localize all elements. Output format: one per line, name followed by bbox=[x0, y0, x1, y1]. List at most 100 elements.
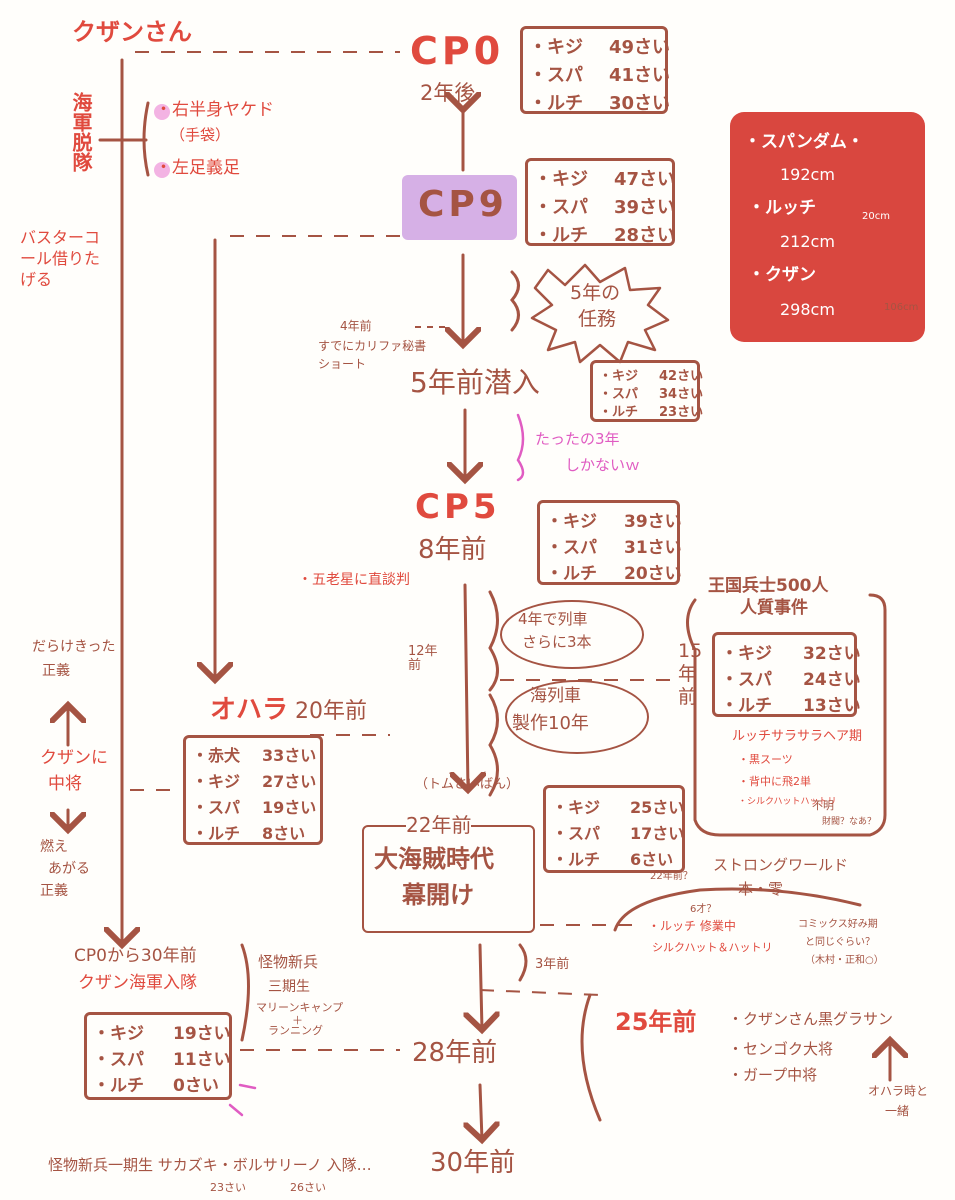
train-note-2: さらに3本 bbox=[522, 633, 592, 651]
strong-world-side1: コミックス好み期 bbox=[798, 919, 878, 930]
kuzan-vice-admiral-1: クザンに bbox=[40, 748, 108, 768]
ohara-sub: 20年前 bbox=[295, 699, 367, 724]
hostage-title-1: 王国兵士500人 bbox=[708, 576, 829, 596]
cp5-age-1: 31さい bbox=[624, 538, 682, 558]
cp5-age-0: 39さい bbox=[624, 512, 682, 532]
cp9-highlight bbox=[402, 175, 517, 240]
monster-recruit-2: 三期生 bbox=[268, 979, 310, 995]
cp0-name-0: ・キジ bbox=[529, 37, 583, 58]
cp5-age-2: 20さい bbox=[624, 564, 682, 584]
hostage-side-label: 15年前 bbox=[678, 640, 703, 708]
only-three-years-2: しかないｗ bbox=[565, 456, 641, 474]
only-three-years-1: たったの3年 bbox=[535, 430, 620, 448]
twenty-eight-label: 28年前 bbox=[412, 1038, 498, 1068]
kalifa-note-1: 4年前 bbox=[340, 319, 372, 333]
pirate-era-name-1: ・スパ bbox=[552, 824, 601, 843]
ohara-name-3: ・ルチ bbox=[192, 824, 241, 843]
bottom-age-2: 26さい bbox=[290, 1181, 326, 1194]
hostage-age-2: 13さい bbox=[803, 696, 861, 716]
hostage-title-2: 人質事件 bbox=[740, 598, 808, 618]
cp0-age-1: 41さい bbox=[609, 65, 671, 86]
ohara-age-1: 27さい bbox=[262, 772, 317, 791]
injury-note-2: ・左足義足 bbox=[155, 158, 240, 178]
burning-justice-3: 正義 bbox=[40, 883, 68, 899]
ohara-together-1: オハラ時と bbox=[868, 1084, 929, 1098]
sea-train-oval bbox=[505, 680, 649, 754]
tom-trial-label: （トムさいばん） bbox=[415, 777, 520, 792]
undercover-name-2: ・ルチ bbox=[599, 405, 639, 420]
cp5-name-0: ・キジ bbox=[546, 512, 597, 532]
burning-justice-2: あがる bbox=[48, 861, 90, 877]
strong-world-line1: ・ルッチ 修業中 bbox=[648, 919, 736, 933]
cp0-sub: 2年後 bbox=[420, 81, 476, 105]
hostage-hair: ルッチサラサラヘア期 bbox=[732, 729, 863, 744]
kalifa-note-3: ショート bbox=[318, 357, 367, 371]
pirate-era-age-1: 17さい bbox=[630, 824, 685, 843]
undercover-name-1: ・スパ bbox=[599, 387, 639, 402]
mission-line1: 5年の bbox=[570, 282, 621, 304]
hostage-item-2: ・シルクハットハットリ bbox=[738, 797, 837, 807]
height-name-kuzan: ・クザン bbox=[748, 265, 816, 285]
pirate-era-age-0: 25さい bbox=[630, 798, 685, 817]
cp5-note: ・五老星に直談判 bbox=[298, 572, 410, 588]
twentyfive-item-0: ・クザンさん黒グラサン bbox=[728, 1010, 894, 1028]
pirate-era-name-2: ・ルチ bbox=[552, 850, 601, 869]
undercover-age-1: 34さい bbox=[659, 387, 704, 402]
darkened-justice-1: だらけきった bbox=[32, 639, 116, 655]
strong-world-question: 22年前？ bbox=[650, 871, 693, 882]
bottom-age-1: 23さい bbox=[210, 1181, 246, 1194]
thirty-label: 30年前 bbox=[430, 1148, 516, 1178]
sea-train-2: 製作10年 bbox=[512, 713, 589, 734]
ohara-age-2: 19さい bbox=[262, 798, 317, 817]
pirate-era-line2: 幕開け bbox=[402, 881, 474, 909]
mission-line2: 任務 bbox=[578, 308, 617, 330]
strong-world-line2: シルクハット＆ハットリ bbox=[652, 941, 773, 954]
kalifa-note-2: すでにカリファ秘書 bbox=[318, 339, 427, 353]
cp9-name-0: ・キジ bbox=[534, 169, 588, 190]
join-line2: クザン海軍入隊 bbox=[78, 973, 197, 993]
darkened-justice-2: 正義 bbox=[42, 663, 70, 679]
pirate-era-line1: 大海賊時代 bbox=[374, 845, 494, 873]
ohara-together-2: 一緒 bbox=[885, 1104, 910, 1118]
injury-note-1b: （手袋） bbox=[170, 126, 231, 144]
ohara-name-0: ・赤犬 bbox=[192, 746, 241, 765]
join-name-1: ・スパ bbox=[93, 1050, 144, 1070]
join-name-0: ・キジ bbox=[93, 1024, 144, 1044]
three-years-label: 3年前 bbox=[535, 957, 570, 972]
height-value-spandam: 192cm bbox=[780, 165, 835, 184]
pirate-era-years: 22年前 bbox=[406, 813, 472, 837]
hostage-unknown: 不明 bbox=[812, 799, 834, 812]
kuzan-title: クザンさん bbox=[72, 18, 192, 46]
ohara-age-0: 33さい bbox=[262, 746, 317, 765]
twentyfive-item-1: ・センゴク大将 bbox=[728, 1040, 834, 1058]
strong-world-sub: 本・零 bbox=[738, 880, 784, 898]
cp0-name-1: ・スパ bbox=[529, 65, 583, 86]
undercover-age-2: 23さい bbox=[659, 405, 704, 420]
undercover-label: 5年前潜入 bbox=[410, 366, 540, 399]
buster-call-note: バスターコール借りたげる bbox=[20, 228, 101, 289]
monster-recruit-3: マリーンキャンプ bbox=[256, 1001, 344, 1014]
hostage-name-1: ・スパ bbox=[721, 670, 772, 690]
monster-recruit-5: ランニング bbox=[268, 1024, 323, 1037]
height-name-lucci: ・ルッチ bbox=[748, 198, 816, 218]
height-diff-1: 20cm bbox=[862, 211, 890, 222]
cp9-name-2: ・ルチ bbox=[534, 225, 588, 246]
join-name-2: ・ルチ bbox=[93, 1076, 144, 1096]
injury-note-1: ・右半身ヤケド bbox=[155, 100, 274, 120]
join-age-2: 0さい bbox=[173, 1076, 219, 1096]
height-name-spandam: ・スパンダム・ bbox=[744, 132, 864, 152]
cp5-sub: 8年前 bbox=[418, 535, 487, 565]
pirate-era-box: 22年前 大海賊時代 幕開け bbox=[362, 815, 535, 933]
burning-justice-1: 燃え bbox=[40, 839, 68, 855]
cp9-age-1: 39さい bbox=[614, 197, 676, 218]
cp0-name-2: ・ルチ bbox=[529, 93, 583, 114]
join-age-0: 19さい bbox=[173, 1024, 231, 1044]
cp9-label: CP9 bbox=[418, 184, 508, 225]
bottom-text: 怪物新兵一期生 サカズキ・ボルサリーノ 入隊… bbox=[48, 1156, 372, 1174]
undercover-age-0: 42さい bbox=[659, 369, 704, 384]
